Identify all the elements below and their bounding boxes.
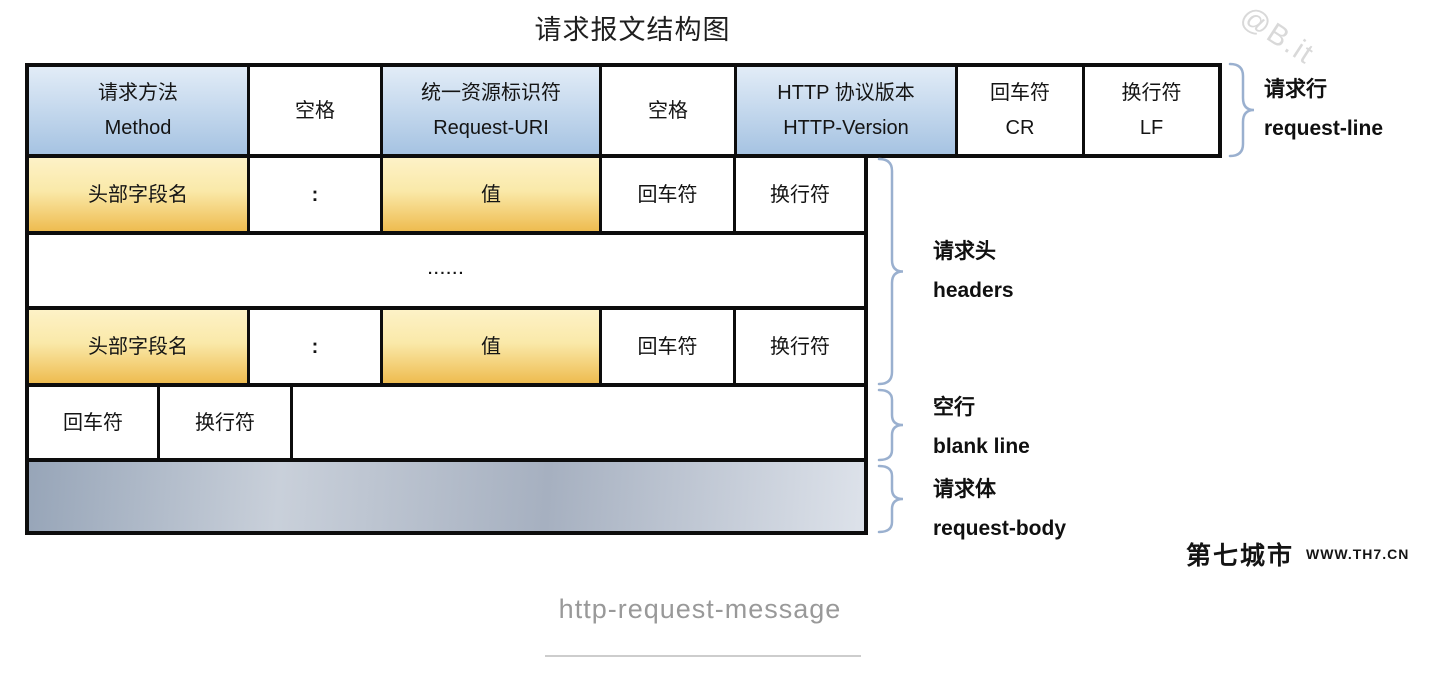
cell-label-zh: 值	[481, 335, 501, 358]
cell-lf: 换行符	[736, 310, 864, 383]
cell-colon: :	[250, 158, 380, 231]
cell-label-zh: 换行符	[195, 411, 255, 434]
blank-line-label: 空行 blank line	[933, 388, 1030, 466]
cell-label-zh: 回车符	[990, 82, 1050, 104]
cell-label-zh: 请求方法	[98, 82, 178, 104]
cell-header-value: 值	[383, 310, 599, 383]
cell-label-zh: :	[311, 183, 319, 206]
label-en: headers	[933, 279, 1014, 302]
cell-label-zh: 回车符	[63, 411, 123, 434]
request-line-brace	[1227, 62, 1257, 158]
cell-ellipsis: ......	[29, 235, 864, 306]
cell-label-zh: 头部字段名	[88, 335, 188, 358]
page-title: 请求报文结构图	[534, 15, 731, 45]
header-field-row: 头部字段名 : 值 回车符 换行符	[25, 306, 868, 387]
blank-line-brace	[876, 388, 906, 462]
cell-label-zh: 值	[481, 183, 501, 206]
label-zh: 请求头	[933, 240, 996, 263]
headers-label: 请求头 headers	[933, 232, 1014, 310]
cell-label-zh: 空格	[648, 99, 688, 122]
cell-lf: 换行符 LF	[1085, 67, 1218, 154]
cell-label-zh: 空格	[295, 99, 335, 122]
cell-http-version: HTTP 协议版本 HTTP-Version	[737, 67, 955, 154]
cell-label-zh: 换行符	[1121, 82, 1182, 104]
cell-request-uri: 统一资源标识符 Request-URI	[383, 67, 599, 154]
ellipsis-text: ......	[427, 261, 465, 279]
cell-space-2: 空格	[602, 67, 734, 154]
cell-label-zh: :	[311, 335, 319, 358]
cell-header-value: 值	[383, 158, 599, 231]
image-caption: http-request-message	[558, 594, 842, 624]
request-body-bar	[29, 462, 864, 531]
cell-lf: 换行符	[736, 158, 864, 231]
caption-divider	[545, 655, 861, 657]
request-line-label: 请求行 request-line	[1264, 70, 1383, 148]
cell-label-en: Request-URI	[433, 117, 549, 139]
site-watermark-url: WWW.TH7.CN	[1306, 546, 1410, 562]
ellipsis-row: ......	[25, 231, 868, 310]
cell-label-zh: 统一资源标识符	[421, 82, 561, 104]
cell-header-name: 头部字段名	[29, 158, 247, 231]
request-body-row	[25, 458, 868, 535]
cell-cr: 回车符 CR	[958, 67, 1082, 154]
label-zh: 请求行	[1264, 78, 1327, 101]
label-en: blank line	[933, 435, 1030, 458]
cell-lf: 换行符	[160, 387, 290, 458]
header-field-row: 头部字段名 : 值 回车符 换行符	[25, 154, 868, 235]
cell-label-en: LF	[1139, 117, 1164, 139]
request-body-label: 请求体 request-body	[933, 470, 1066, 548]
headers-brace	[876, 157, 906, 386]
cell-label-en: CR	[1005, 117, 1035, 139]
cell-method: 请求方法 Method	[29, 67, 247, 154]
cell-colon: :	[250, 310, 380, 383]
blank-line-row: 回车符 换行符	[25, 383, 868, 462]
cell-cr: 回车符	[602, 310, 733, 383]
request-body-brace	[876, 464, 906, 534]
cell-label-en: Method	[104, 117, 172, 139]
cell-header-name: 头部字段名	[29, 310, 247, 383]
cell-label-zh: 换行符	[770, 335, 830, 358]
cell-label-en: HTTP-Version	[783, 117, 909, 139]
cell-label-zh: 回车符	[637, 183, 698, 206]
cell-label-zh: HTTP 协议版本	[777, 82, 915, 104]
label-zh: 空行	[933, 396, 975, 419]
empty-cell	[293, 387, 864, 458]
cell-label-zh: 回车符	[637, 335, 698, 358]
cell-label-zh: 头部字段名	[88, 183, 188, 206]
site-watermark-brand: 第七城市	[1186, 542, 1295, 570]
cell-cr: 回车符	[29, 387, 157, 458]
cell-label-zh: 换行符	[770, 183, 830, 206]
cell-space-1: 空格	[250, 67, 380, 154]
cell-cr: 回车符	[602, 158, 733, 231]
request-line-row: 请求方法 Method 空格 统一资源标识符 Request-URI 空格 HT…	[25, 63, 1222, 158]
label-en: request-line	[1264, 117, 1384, 140]
label-zh: 请求体	[933, 478, 996, 501]
label-en: request-body	[933, 517, 1067, 540]
